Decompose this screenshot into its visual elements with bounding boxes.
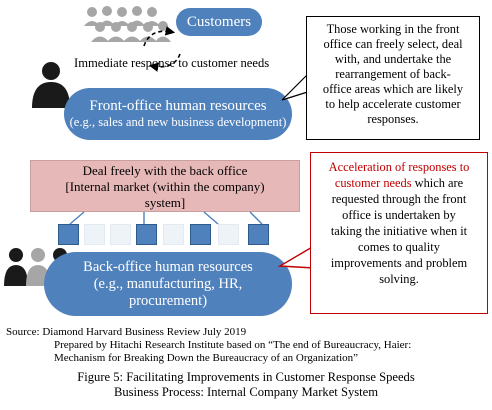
back-office-unit [136,224,157,245]
callout-back-pointer [277,245,315,269]
source-line: Source: Diamond Harvard Business Review … [6,326,247,338]
callout-back-highlight: Acceleration of responses to [328,160,470,174]
customers-label: Customers [186,13,252,30]
cycle-label: Immediate response to customer needs [74,56,270,70]
callout-back-line: office is undertaken by [342,208,456,222]
internal-market-box: Deal freely with the back office [Intern… [30,160,300,212]
source-line: Mechanism for Breaking Down the Bureaucr… [54,352,359,364]
callout-front-line: office can freely select, deal [323,37,463,51]
callout-front: Those working in the front office can fr… [306,16,480,140]
cycle-arrows-icon [143,26,181,72]
back-office-line: Back-office human resources [83,258,253,275]
callout-front-line: rearrangement of back- [335,67,451,81]
callout-front-line: to help accelerate customer [325,97,461,111]
back-office-unit [163,224,184,245]
back-office-unit [218,224,239,245]
person-icon [32,62,70,108]
back-office-unit [58,224,79,245]
back-office-unit [84,224,105,245]
back-office-line: procurement) [128,292,208,309]
customer-crowd-icon [84,6,171,42]
caption-line: Figure 5: Facilitating Improvements in C… [77,370,415,384]
source-line: Prepared by Hitachi Research Institute b… [54,339,412,351]
callout-front-line: with, and undertake the [334,52,452,66]
internal-market-line: Deal freely with the back office [82,163,248,178]
back-office-unit [110,224,131,245]
callout-front-line: office areas which are likely [322,82,464,96]
source-block: Source: Diamond Harvard Business Review … [6,326,411,365]
callout-back-line: improvements and problem [330,256,468,270]
caption-line: Business Process: Internal Company Marke… [113,385,379,399]
back-office-node: Back-office human resources (e.g., manuf… [44,252,292,316]
callout-back-line: comes to quality [358,240,440,254]
internal-market-line: [Internal market (within the company) [65,179,265,194]
figure-caption: Figure 5: Facilitating Improvements in C… [0,370,492,400]
callout-back-line: solving. [379,272,419,286]
callout-back: Acceleration of responses to customer ne… [310,152,488,314]
customers-node: Customers [176,8,262,36]
internal-market-line: system] [144,195,186,210]
market-connectors [69,211,263,225]
callout-front-line: Those working in the front [326,22,460,36]
callout-back-highlight-row: customer needs which are [315,175,483,191]
callout-back-highlight: customer needs [334,176,412,190]
front-office-title: Front-office human resources [89,98,267,114]
back-office-unit [190,224,211,245]
callout-back-line: requested through the front [331,192,467,206]
front-office-node: Front-office human resources (e.g., sale… [64,88,292,140]
callout-front-line: responses. [367,112,419,126]
back-office-line: (e.g., manufacturing, HR, [93,275,243,292]
callout-back-tail: which are [411,176,464,190]
back-office-unit [248,224,269,245]
front-office-subtitle: (e.g., sales and new business developmen… [69,115,287,129]
callout-back-line: taking the initiative when it [330,224,468,238]
